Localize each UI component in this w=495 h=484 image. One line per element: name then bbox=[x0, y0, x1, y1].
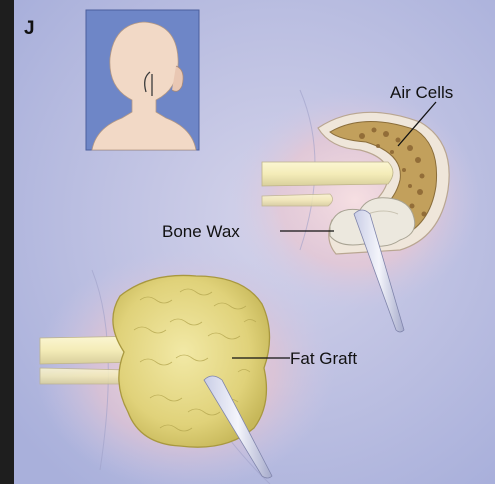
panel-letter: J bbox=[24, 18, 35, 39]
head-inset bbox=[86, 10, 199, 150]
fat-graft bbox=[113, 275, 270, 447]
fat-graft-label: Fat Graft bbox=[290, 349, 357, 368]
retractor-top bbox=[262, 162, 393, 186]
air-cells-label: Air Cells bbox=[390, 83, 453, 102]
bone-wax-label: Bone Wax bbox=[162, 222, 240, 241]
